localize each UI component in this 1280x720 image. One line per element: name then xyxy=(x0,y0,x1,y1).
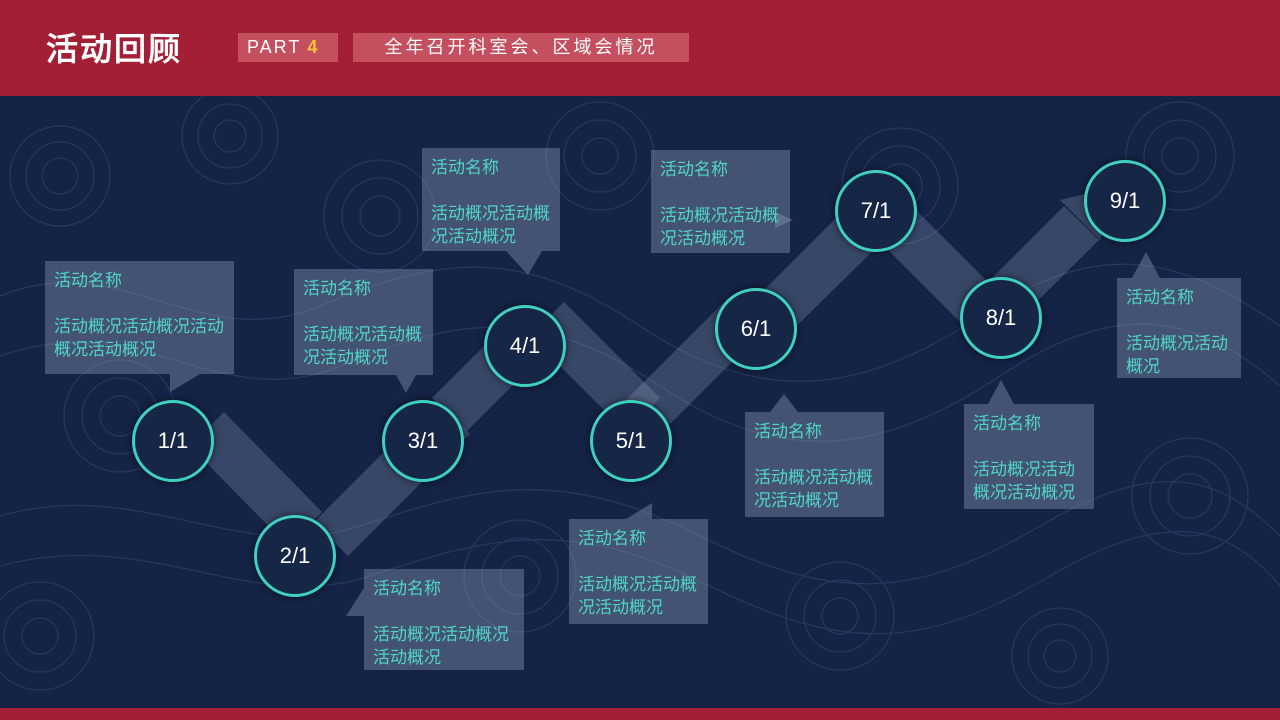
card-tail-9 xyxy=(1132,252,1160,278)
activity-name: 活动名称 xyxy=(373,579,441,599)
activity-summary: 活动概况活动概况 xyxy=(1126,334,1228,377)
timeline-node-7: 7/1 xyxy=(835,170,917,252)
activity-name: 活动名称 xyxy=(754,422,822,442)
timeline-node-5: 5/1 xyxy=(590,400,672,482)
activity-summary: 活动概况活动概况活动概况 xyxy=(303,325,422,368)
footer-bar xyxy=(0,708,1280,720)
connector-1-2 xyxy=(190,412,322,546)
activity-name: 活动名称 xyxy=(303,279,371,299)
card-tail-6 xyxy=(775,212,793,228)
section-subtitle: 全年召开科室会、区域会情况 xyxy=(353,33,689,62)
part-label: PART xyxy=(247,37,302,57)
card-tail-8 xyxy=(988,380,1014,404)
card-tail-5 xyxy=(626,503,652,519)
activity-card-7: 活动名称 活动概况活动概况活动概况 xyxy=(745,412,884,517)
activity-name: 活动名称 xyxy=(660,160,728,180)
activity-card-1: 活动名称 活动概况活动概况活动概况活动概况 xyxy=(45,261,234,374)
timeline-node-4: 4/1 xyxy=(484,305,566,387)
card-tail-1 xyxy=(170,374,200,392)
timeline-node-6: 6/1 xyxy=(715,288,797,370)
activity-name: 活动名称 xyxy=(54,271,122,291)
timeline-node-2: 2/1 xyxy=(254,515,336,597)
timeline-node-8: 8/1 xyxy=(960,277,1042,359)
activity-card-9: 活动名称 活动概况活动概况 xyxy=(1117,278,1241,378)
activity-card-6: 活动名称 活动概况活动概况活动概况 xyxy=(651,150,790,253)
activity-card-5: 活动名称 活动概况活动概况活动概况 xyxy=(569,519,708,624)
activity-card-3: 活动名称 活动概况活动概况活动概况 xyxy=(294,269,433,375)
activity-summary: 活动概况活动概况活动概况 xyxy=(373,625,509,668)
activity-name: 活动名称 xyxy=(431,158,499,178)
activity-summary: 活动概况活动概况活动概况 xyxy=(660,206,779,249)
activity-card-2: 活动名称 活动概况活动概况活动概况 xyxy=(364,569,524,670)
timeline-node-3: 3/1 xyxy=(382,400,464,482)
part-number: 4 xyxy=(307,37,320,57)
card-tail-7 xyxy=(770,394,798,412)
swirl-background-pattern xyxy=(0,96,1280,705)
activity-summary: 活动概况活动概况活动概况 xyxy=(973,460,1075,503)
activity-summary: 活动概况活动概况活动概况 xyxy=(578,575,697,618)
card-tail-4 xyxy=(506,251,542,275)
activity-summary: 活动概况活动概况活动概况 xyxy=(754,468,873,511)
activity-name: 活动名称 xyxy=(1126,288,1194,308)
card-tail-3 xyxy=(396,375,416,393)
activity-name: 活动名称 xyxy=(578,529,646,549)
page-title: 活动回顾 xyxy=(46,30,183,68)
activity-card-8: 活动名称 活动概况活动概况活动概况 xyxy=(964,404,1094,509)
activity-card-4: 活动名称 活动概况活动概况活动概况 xyxy=(422,148,560,251)
timeline-node-1: 1/1 xyxy=(132,400,214,482)
timeline-node-9: 9/1 xyxy=(1084,160,1166,242)
activity-summary: 活动概况活动概况活动概况 xyxy=(431,204,550,247)
activity-name: 活动名称 xyxy=(973,414,1041,434)
card-tail-2 xyxy=(346,588,364,616)
activity-summary: 活动概况活动概况活动概况活动概况 xyxy=(54,317,224,360)
